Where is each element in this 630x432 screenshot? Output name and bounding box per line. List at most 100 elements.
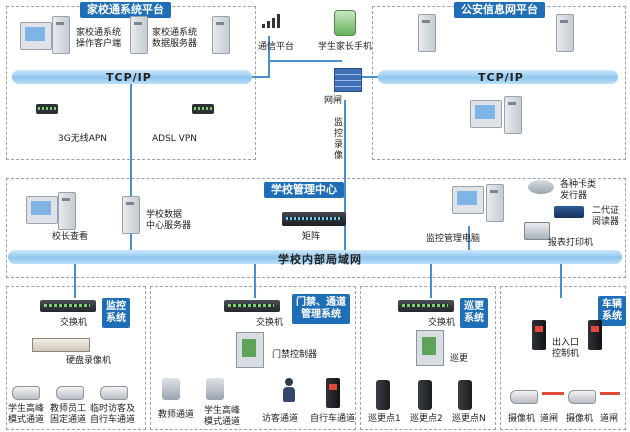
principal-tower xyxy=(58,192,76,230)
principal-label: 校长查看 xyxy=(52,232,89,242)
campus-lan-bus xyxy=(8,250,622,264)
db-server-tower xyxy=(122,196,140,234)
camera-2-label: 教师员工 固定通道 xyxy=(50,404,87,425)
phone-label: 学生家长手机 xyxy=(318,42,373,52)
link-left-bus-to-lan xyxy=(130,84,132,250)
tcp-ip-bus-left-label: TCP/IP xyxy=(106,71,152,84)
bicycle-gate xyxy=(326,378,340,408)
patrol-tag: 巡更 系统 xyxy=(460,298,488,328)
tcp-ip-bus-right xyxy=(378,70,618,84)
patrol-device xyxy=(416,330,444,366)
barrier-arm-1 xyxy=(542,392,564,395)
monitor-pc-screen xyxy=(452,186,484,214)
camera-1 xyxy=(12,386,40,400)
server-tower-2 xyxy=(212,16,230,54)
vehicle-tag: 车辆 系统 xyxy=(598,296,626,326)
link-platform-vertical xyxy=(268,36,270,78)
school-center-region xyxy=(6,178,626,278)
access-channel-4: 自行车通道 xyxy=(310,414,356,424)
id-reader-icon xyxy=(554,206,584,218)
parent-phone-icon xyxy=(334,10,356,36)
client-tower xyxy=(52,16,70,54)
link-monitor-pc-to-lan xyxy=(468,226,470,250)
report-printer-icon xyxy=(524,222,550,240)
ps-monitor xyxy=(470,100,502,128)
school-center-title: 学校管理中心 xyxy=(264,182,344,198)
camera-2 xyxy=(56,386,84,400)
surveillance-switch xyxy=(40,300,96,312)
access-tag: 门禁、通道 管理系统 xyxy=(292,294,350,324)
ps-server-1 xyxy=(418,14,436,52)
client-label: 家校通系统 操作客户端 xyxy=(76,28,122,49)
tcp-ip-bus-right-label: TCP/IP xyxy=(478,71,524,84)
card-issuer-label: 各种卡类 发行器 xyxy=(560,180,597,201)
access-region xyxy=(150,286,356,430)
server-tower xyxy=(130,16,148,54)
surveillance-tag: 监控 系统 xyxy=(102,298,130,328)
patrol-device-label: 巡更 xyxy=(450,354,469,364)
access-switch xyxy=(224,300,280,312)
access-switch-label: 交换机 xyxy=(256,318,284,328)
gateway-icon xyxy=(334,68,362,92)
link-left-bus-to-platform xyxy=(252,76,270,78)
signal-icon xyxy=(262,14,284,28)
access-channel-2: 学生高峰 模式通道 xyxy=(204,406,241,427)
patrol-point-n xyxy=(458,380,472,410)
monitor-video-label: 监控录像 xyxy=(334,118,344,161)
patrol-point-1 xyxy=(376,380,390,410)
link-platform-to-gateway xyxy=(268,60,342,62)
link-lan-patrol xyxy=(430,264,432,298)
apn-hub xyxy=(36,104,58,114)
link-lan-vehicle xyxy=(560,264,562,298)
patrol-point-2-label: 巡更点2 xyxy=(410,414,443,424)
vehicle-controller-left xyxy=(532,320,546,350)
vehicle-device-4: 道闸 xyxy=(600,414,619,424)
patrol-point-2 xyxy=(418,380,432,410)
dvr-device xyxy=(32,338,90,352)
id-reader-label: 二代证 阅读器 xyxy=(592,206,620,227)
barrier-arm-2 xyxy=(600,392,620,395)
server-label: 家校通系统 数据服务器 xyxy=(152,28,198,49)
db-server-label: 学校数据 中心服务器 xyxy=(146,210,192,231)
patrol-point-n-label: 巡更点N xyxy=(452,414,486,424)
link-lan-surveillance xyxy=(74,264,76,298)
dvr-label: 硬盘录像机 xyxy=(66,356,112,366)
monitor-pc-label: 监控管理电脑 xyxy=(426,234,481,244)
surveillance-region xyxy=(6,286,146,430)
patrol-switch xyxy=(398,300,454,312)
vehicle-device-1: 摄像机 xyxy=(508,414,536,424)
printer-label: 报表打印机 xyxy=(548,238,594,248)
patrol-switch-label: 交换机 xyxy=(428,318,456,328)
link-gateway-down xyxy=(344,100,346,250)
apn-label: 3G无线APN xyxy=(58,134,108,144)
monitor-pc-tower xyxy=(486,184,504,222)
campus-lan-bus-label: 学校内部局域网 xyxy=(278,253,362,266)
tcp-ip-bus-left xyxy=(12,70,252,84)
link-gateway-to-right-bus xyxy=(356,76,378,78)
link-lan-access xyxy=(254,264,256,298)
vpn-hub xyxy=(192,104,214,114)
door-controller xyxy=(236,332,264,368)
surveillance-switch-label: 交换机 xyxy=(60,318,88,328)
student-gate xyxy=(206,378,224,400)
vehicle-controller-label: 出入口 控制机 xyxy=(552,338,580,359)
teacher-gate xyxy=(162,378,180,400)
camera-3-label: 临时访客及 自行车通道 xyxy=(90,404,136,425)
platform-label: 通信平台 xyxy=(258,42,295,52)
camera-3 xyxy=(100,386,128,400)
principal-monitor xyxy=(26,196,58,224)
vehicle-region xyxy=(500,286,626,430)
ps-server-2 xyxy=(556,14,574,52)
visitor-guard-icon xyxy=(282,378,296,402)
vehicle-camera-2 xyxy=(568,390,596,404)
gateway-label: 网闸 xyxy=(324,96,343,106)
vehicle-camera-1 xyxy=(510,390,538,404)
home-school-platform-title: 家校通系统平台 xyxy=(80,2,171,18)
access-channel-1: 教师通道 xyxy=(158,410,195,420)
access-channel-3: 访客通道 xyxy=(262,414,299,424)
vpn-label: ADSL VPN xyxy=(152,134,197,144)
vehicle-device-3: 摄像机 xyxy=(566,414,594,424)
patrol-region xyxy=(360,286,496,430)
matrix-label: 矩阵 xyxy=(302,232,321,242)
camera-1-label: 学生高峰 模式通道 xyxy=(8,404,45,425)
